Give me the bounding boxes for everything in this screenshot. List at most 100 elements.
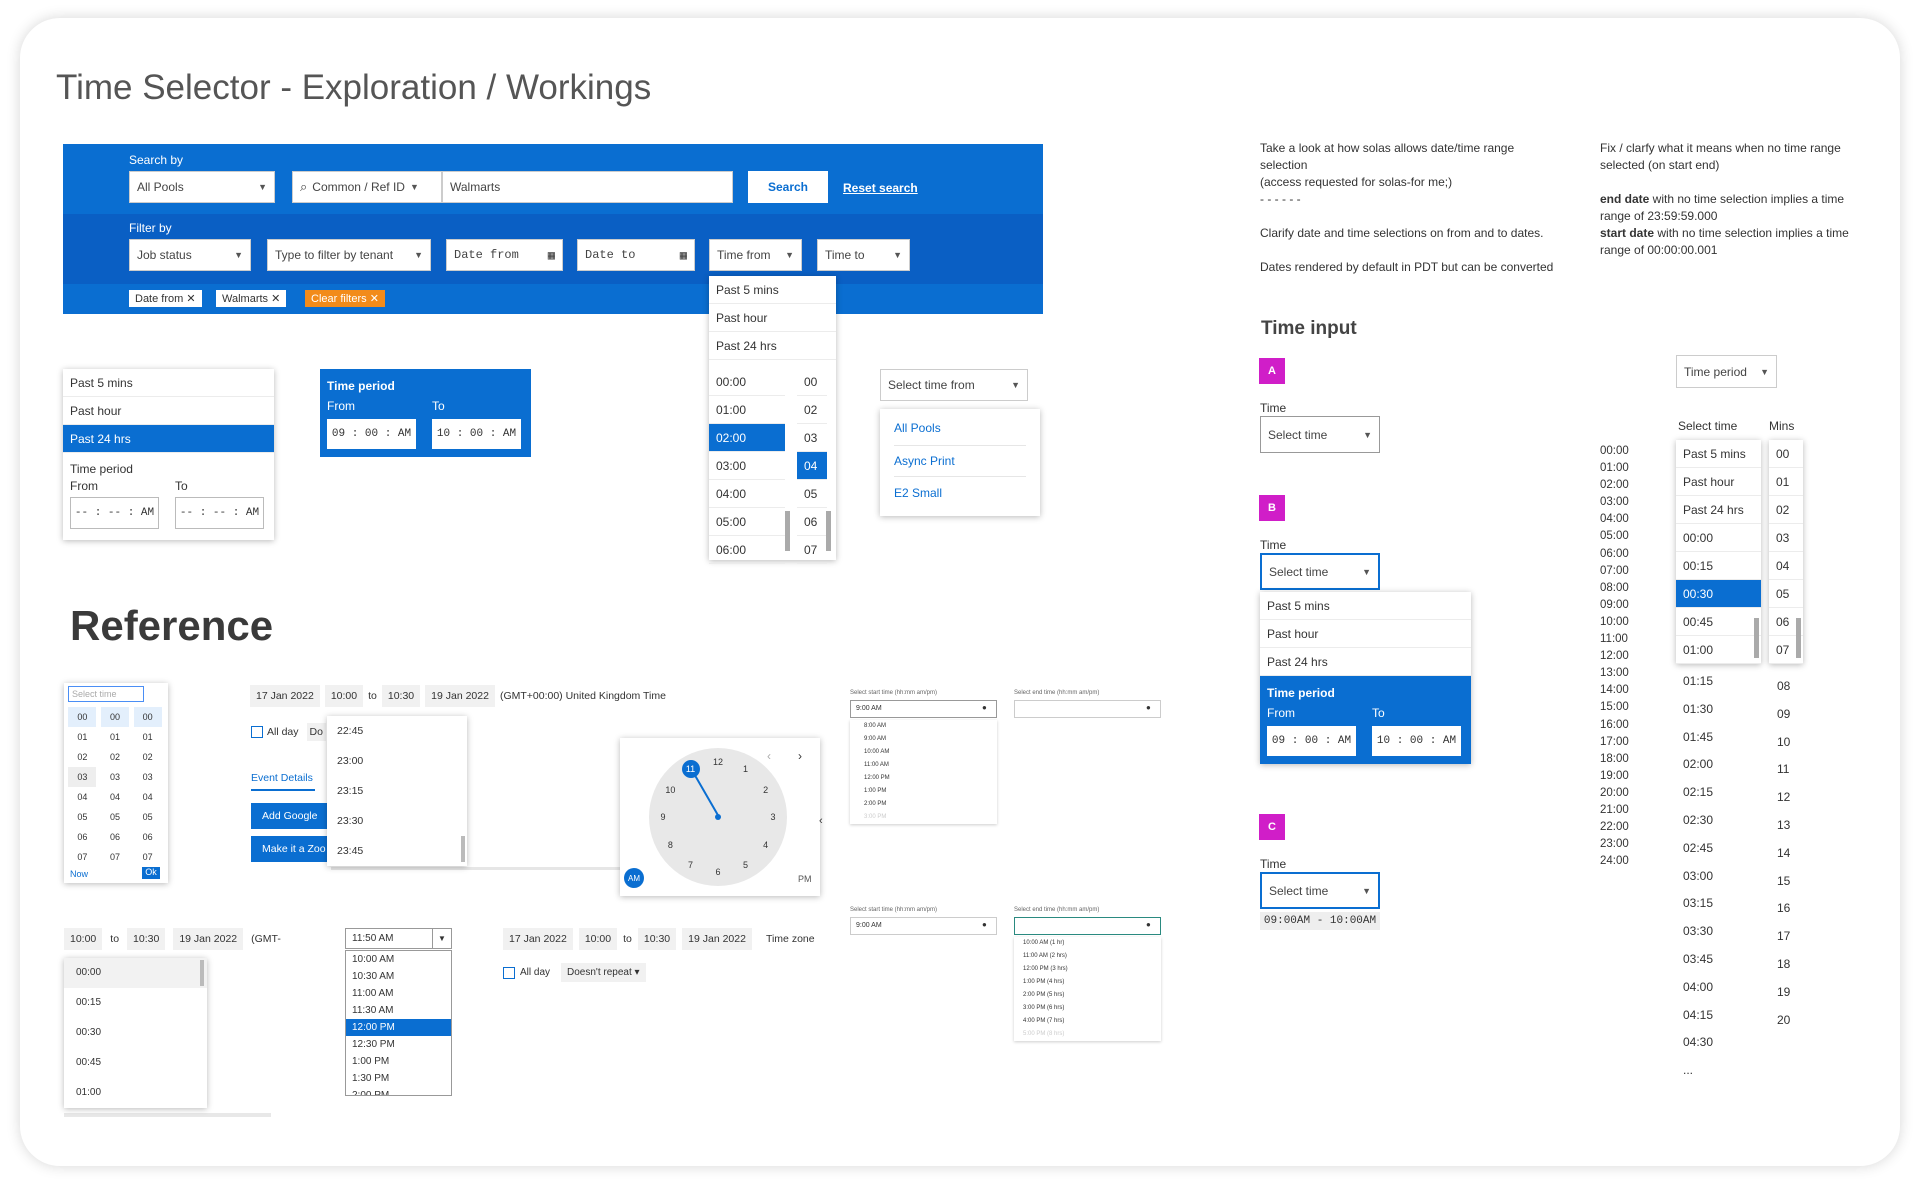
repeat-chip[interactable]: Doesn't repeat ▾ <box>561 963 646 982</box>
hour-item[interactable]: 03:00 <box>709 452 785 480</box>
hour-item[interactable]: 06:00 <box>709 536 785 564</box>
chip-walmarts[interactable]: Walmarts ✕ <box>216 290 287 307</box>
preset-item[interactable]: Past 24 hrs <box>709 332 836 360</box>
ref-type-select[interactable]: ⌕Common / Ref ID▼ <box>292 171 442 203</box>
minute-item[interactable]: 20 <box>1777 1012 1791 1027</box>
zoom-button[interactable]: Make it a Zoo <box>251 836 331 862</box>
minute-item[interactable]: 02 <box>797 396 827 424</box>
time-item[interactable]: 02:15 <box>1683 785 1714 800</box>
time-to-select[interactable]: Time to▼ <box>817 239 910 271</box>
clock-number[interactable]: 9 <box>660 812 666 822</box>
search-button[interactable]: Search <box>748 171 828 203</box>
pool-item[interactable]: All Pools <box>894 417 1026 446</box>
time-item[interactable]: 23:15 <box>337 785 364 797</box>
scrollbar[interactable] <box>1754 618 1759 658</box>
minute-item[interactable]: 05 <box>1769 580 1803 608</box>
time-item[interactable]: 23:45 <box>337 845 364 857</box>
select-time-from[interactable]: Select time from▼ <box>880 369 1028 401</box>
clock-number[interactable]: 7 <box>687 859 693 870</box>
end-time-item[interactable]: 2:00 PM (5 hrs) <box>1023 992 1065 998</box>
minute-item[interactable]: 07 <box>1769 636 1803 664</box>
preset-item[interactable]: Past 5 mins <box>63 369 274 397</box>
scrollbar[interactable] <box>200 960 204 986</box>
from-time-input[interactable]: -- : -- : AM <box>70 497 159 529</box>
clock-number[interactable]: 1 <box>742 764 748 775</box>
ref-col-item[interactable]: 06 <box>142 832 153 842</box>
ref-col-item[interactable]: 05 <box>109 812 120 822</box>
time-item[interactable]: 02:45 <box>1683 840 1714 855</box>
end-time-item[interactable]: 10:00 AM (1 hr) <box>1023 940 1065 946</box>
reset-search-link[interactable]: Reset search <box>843 181 918 195</box>
time-option[interactable]: 11:30 AM <box>352 1005 394 1016</box>
checkbox[interactable] <box>503 966 515 979</box>
time-item[interactable]: 00:00 <box>1676 524 1761 552</box>
end-time-item[interactable]: 4:00 PM (7 hrs) <box>1023 1018 1065 1024</box>
time-item[interactable]: 03:30 <box>1683 924 1714 939</box>
start-time-item[interactable]: 9:00 AM <box>864 736 887 742</box>
minute-item[interactable]: 01 <box>1769 468 1803 496</box>
clock-number[interactable]: 2 <box>763 784 769 795</box>
ref-col-item[interactable]: 02 <box>77 752 88 762</box>
to-time-input[interactable]: -- : -- : AM <box>175 497 264 529</box>
ref-col-item[interactable]: 06 <box>77 832 88 842</box>
time-item[interactable]: 04:30 <box>1683 1035 1714 1050</box>
add-google-button[interactable]: Add Google <box>251 803 331 829</box>
minute-item[interactable]: 02 <box>1769 496 1803 524</box>
ref-col-item[interactable]: 04 <box>77 792 88 802</box>
ref-select-time-input[interactable]: Select time <box>68 686 144 702</box>
end-time-item[interactable]: 1:00 PM (4 hrs) <box>1023 979 1065 985</box>
time-item[interactable]: 00:45 <box>1676 608 1761 636</box>
time-option[interactable]: 10:30 AM <box>352 971 395 982</box>
ref-col-item[interactable]: 02 <box>142 752 153 762</box>
preset-item-selected[interactable]: Past 24 hrs <box>63 425 274 453</box>
time-option[interactable]: 11:00 AM <box>352 988 394 999</box>
close-icon[interactable]: ✕ <box>369 293 379 305</box>
start-time-input[interactable]: 9:00 AM <box>850 917 997 935</box>
minute-item[interactable]: 03 <box>797 424 827 452</box>
clock-number[interactable]: 6 <box>715 867 721 877</box>
time-option[interactable]: 10:00 AM <box>352 954 395 965</box>
time-item[interactable]: 03:00 <box>1683 868 1714 883</box>
date-chip[interactable]: 17 Jan 2022 <box>250 685 320 707</box>
time-item[interactable]: ... <box>1683 1063 1694 1078</box>
minute-item[interactable]: 04 <box>1769 552 1803 580</box>
minute-item[interactable]: 09 <box>1777 706 1791 721</box>
ref-col-item[interactable]: 04 <box>109 792 120 802</box>
ok-button[interactable]: Ok <box>142 867 160 879</box>
start-time-item[interactable]: 1:00 PM <box>864 788 887 794</box>
preset-item[interactable]: Past 24 hrs <box>1260 648 1471 676</box>
time-item[interactable]: 00:15 <box>76 997 102 1008</box>
job-status-select[interactable]: Job status▼ <box>129 239 251 271</box>
clock-number[interactable]: 8 <box>667 839 673 850</box>
ref-value-input[interactable]: Walmarts <box>442 171 733 203</box>
tab-event-details[interactable]: Event Details <box>251 772 315 791</box>
ref-col-item[interactable]: 04 <box>142 792 153 802</box>
time-item[interactable]: 04:15 <box>1683 1007 1714 1022</box>
time-item[interactable]: 03:45 <box>1683 951 1714 966</box>
scrollbar[interactable] <box>461 836 465 862</box>
time-from-select[interactable]: Time from▼ <box>709 239 802 271</box>
preset-item[interactable]: Past hour <box>709 304 836 332</box>
preset-item[interactable]: Past 5 mins <box>1260 592 1471 620</box>
time-item-selected[interactable]: 00:30 <box>1676 580 1761 608</box>
ref-col-item[interactable]: 02 <box>109 752 120 762</box>
start-time-item[interactable]: 2:00 PM <box>864 801 887 807</box>
checkbox[interactable] <box>251 726 263 738</box>
time-item[interactable]: 04:00 <box>1683 979 1714 994</box>
minute-item[interactable]: 16 <box>1777 901 1791 916</box>
time-item[interactable]: 00:15 <box>1676 552 1761 580</box>
time-item[interactable]: 01:00 <box>1676 636 1761 664</box>
end-time-item[interactable]: 11:00 AM (2 hrs) <box>1023 953 1067 959</box>
minute-item[interactable]: 00 <box>797 368 827 396</box>
minute-item[interactable]: 06 <box>797 508 827 536</box>
clock-number[interactable]: 12 <box>712 757 723 767</box>
end-time-item[interactable]: 12:00 PM (3 hrs) <box>1023 966 1068 972</box>
time-item[interactable]: 22:45 <box>337 725 364 737</box>
preset-item[interactable]: Past 5 mins <box>709 276 836 304</box>
date-chip[interactable]: 19 Jan 2022 <box>173 928 244 950</box>
scrollbar[interactable] <box>1796 618 1801 658</box>
ref-col-item[interactable]: 07 <box>109 852 120 862</box>
pool-item[interactable]: E2 Small <box>894 486 943 500</box>
time-item[interactable]: 01:45 <box>1683 729 1714 744</box>
